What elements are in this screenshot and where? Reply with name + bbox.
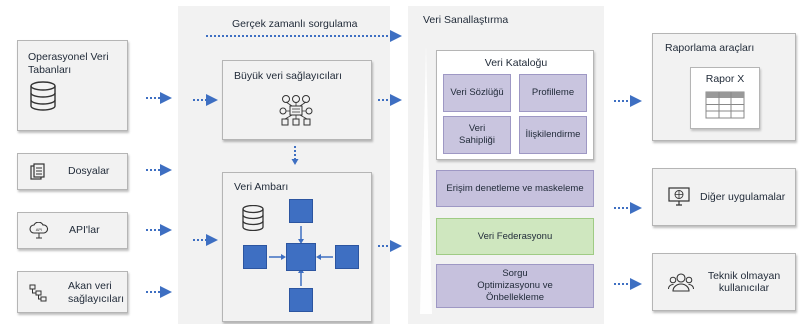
report-x-label: Rapor X bbox=[705, 73, 745, 85]
catalog-item-ownership[interactable]: Veri Sahipliği bbox=[443, 116, 511, 154]
files-box[interactable]: Dosyalar bbox=[17, 153, 128, 190]
warehouse-node-center bbox=[286, 243, 316, 271]
big-data-network-icon bbox=[279, 95, 313, 126]
database-icon bbox=[30, 81, 56, 111]
federation-box[interactable]: Veri Federasyonu bbox=[436, 218, 594, 255]
non-technical-users-label: Teknik olmayan kullanıcılar bbox=[707, 269, 781, 295]
catalog-item-profiling[interactable]: Profilleme bbox=[519, 74, 587, 112]
apis-label: API'lar bbox=[69, 224, 100, 237]
data-catalog-title: Veri Kataloğu bbox=[484, 57, 548, 69]
query-optimization-box[interactable]: Sorgu Optimizasyonu ve Önbellekleme bbox=[436, 264, 594, 308]
catalog-item-dictionary[interactable]: Veri Sözlüğü bbox=[443, 74, 511, 112]
warehouse-node-bottom bbox=[289, 288, 313, 312]
warehouse-box[interactable]: Veri Ambarı bbox=[222, 172, 372, 322]
warehouse-node-top bbox=[289, 199, 313, 223]
warehouse-database-icon bbox=[242, 205, 264, 231]
other-apps-box[interactable]: Diğer uygulamalar bbox=[652, 168, 796, 226]
report-x-card[interactable]: Rapor X bbox=[690, 67, 760, 129]
streaming-icon bbox=[29, 284, 47, 302]
non-technical-users-box[interactable]: Teknik olmayan kullanıcılar bbox=[652, 253, 796, 311]
streaming-label: Akan veri sağlayıcıları bbox=[68, 280, 125, 305]
files-label: Dosyalar bbox=[68, 165, 110, 178]
warehouse-label: Veri Ambarı bbox=[234, 181, 289, 193]
api-cloud-icon: API bbox=[29, 221, 49, 238]
warehouse-node-left bbox=[243, 245, 267, 269]
access-control-box[interactable]: Erişim denetleme ve maskeleme bbox=[436, 170, 594, 207]
other-apps-label: Diğer uygulamalar bbox=[700, 190, 786, 203]
virtualization-title: Veri Sanallaştırma bbox=[423, 14, 509, 26]
warehouse-node-right bbox=[335, 245, 359, 269]
reporting-tools-box[interactable]: Raporlama araçları Rapor X bbox=[652, 33, 796, 141]
report-table-icon bbox=[705, 91, 745, 119]
users-group-icon bbox=[668, 273, 694, 292]
big-data-box[interactable]: Büyük veri sağlayıcıları bbox=[222, 60, 372, 140]
virtualization-taper bbox=[420, 44, 432, 314]
reporting-tools-label: Raporlama araçları bbox=[665, 42, 755, 54]
streaming-box[interactable]: Akan veri sağlayıcıları bbox=[17, 271, 128, 313]
data-catalog-box[interactable]: Veri Kataloğu Veri Sözlüğü Profilleme Ve… bbox=[436, 50, 594, 160]
apis-box[interactable]: API API'lar bbox=[17, 212, 128, 249]
big-data-label: Büyük veri sağlayıcıları bbox=[234, 70, 342, 82]
api-icon-text: API bbox=[36, 227, 42, 232]
operational-db-box[interactable]: Operasyonel Veri Tabanları bbox=[17, 40, 128, 131]
files-icon bbox=[30, 162, 45, 180]
realtime-query-label: Gerçek zamanlı sorgulama bbox=[232, 18, 358, 30]
operational-db-label: Operasyonel Veri Tabanları bbox=[28, 51, 109, 76]
monitor-globe-icon bbox=[668, 187, 690, 206]
catalog-item-relations[interactable]: İlişkilendirme bbox=[519, 116, 587, 154]
arrow-bigdata-to-warehouse bbox=[291, 146, 299, 165]
